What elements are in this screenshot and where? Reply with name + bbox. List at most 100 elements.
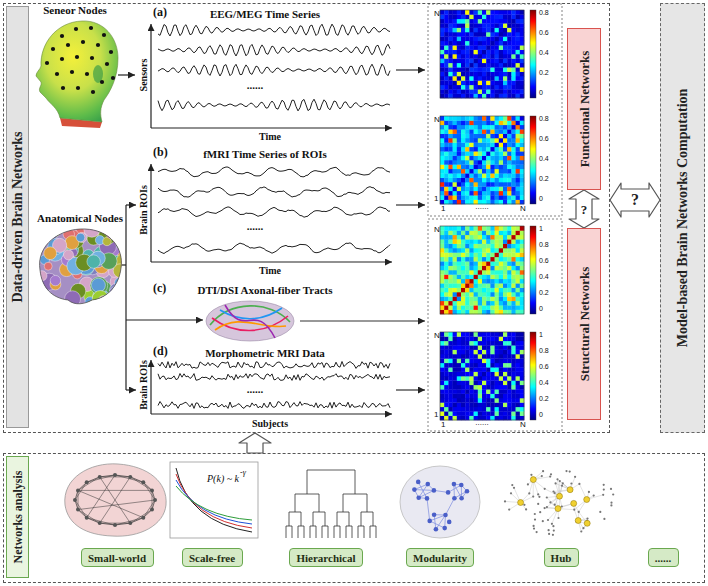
matrix-cell [465, 142, 470, 147]
matrix-cell [499, 239, 504, 244]
matrix-cell [444, 266, 449, 271]
brain-parcel [116, 228, 125, 237]
matrix-cell [495, 160, 500, 165]
matrix-cell [495, 89, 500, 94]
matrix-cell [457, 407, 462, 412]
matrix-cell [490, 94, 495, 99]
electrode-dot [96, 43, 100, 47]
matrix-cell [516, 407, 521, 412]
matrix-cell [457, 138, 462, 143]
matrix-cell [503, 23, 508, 28]
matrix-cell [511, 301, 516, 306]
matrix-cell [469, 36, 474, 41]
matrix-cell [482, 248, 487, 253]
matrix-cell [469, 191, 474, 196]
network-link [115, 475, 130, 477]
matrix-cell [457, 120, 462, 125]
scale-free-plot [170, 462, 258, 538]
matrix-cell [490, 156, 495, 161]
matrix-cell [444, 407, 449, 412]
matrix-cell [486, 63, 491, 68]
matrix-cell [474, 134, 479, 139]
matrix-cell [490, 385, 495, 390]
matrix-cell [503, 178, 508, 183]
matrix-cell [448, 244, 453, 249]
matrix-cell [503, 389, 508, 394]
matrix-cell [448, 28, 453, 33]
matrix-cell [465, 389, 470, 394]
matrix-cell [478, 160, 483, 165]
matrix-cell [503, 372, 508, 377]
matrix-cell [499, 380, 504, 385]
matrix-cell [516, 372, 521, 377]
matrix-cell [490, 50, 495, 55]
matrix-cell [453, 116, 458, 121]
matrix-cell [520, 94, 525, 99]
matrix-cell [457, 89, 462, 94]
matrix-cell [478, 389, 483, 394]
matrix-cell [453, 89, 458, 94]
matrix-cell [465, 376, 470, 381]
matrix-cell [507, 45, 512, 50]
matrix-cell [516, 67, 521, 72]
electrode-dot [60, 34, 64, 38]
matrix-cell [503, 257, 508, 262]
matrix-cell [495, 345, 500, 350]
matrix-cell [507, 169, 512, 174]
module-node [432, 488, 437, 493]
matrix-cell [474, 350, 479, 355]
matrix-cell [465, 305, 470, 310]
matrix-cell [486, 173, 491, 178]
matrix-cell [520, 14, 525, 19]
matrix-cell [465, 292, 470, 297]
matrix-cell [490, 239, 495, 244]
matrix-cell [503, 301, 508, 306]
matrix-cell [469, 147, 474, 152]
matrix-cell [444, 394, 449, 399]
matrix-cell [511, 310, 516, 315]
brain-parcel [113, 222, 129, 238]
matrix-cell [511, 85, 516, 90]
matrix-cell [482, 28, 487, 33]
network-node [141, 516, 145, 520]
matrix-cell [503, 80, 508, 85]
plot-curve [176, 474, 252, 528]
electrode-dot [55, 72, 59, 76]
matrix-cell [520, 67, 525, 72]
matrix-cell [486, 54, 491, 59]
matrix-cell [469, 398, 474, 403]
network-node [150, 508, 154, 512]
matrix-cell [511, 160, 516, 165]
matrix-cell [474, 226, 479, 231]
matrix-cell [486, 296, 491, 301]
matrix-cell [444, 94, 449, 99]
matrix-cell [465, 367, 470, 372]
matrix-cell [495, 28, 500, 33]
matrix-cell [478, 125, 483, 130]
matrix-cell [444, 147, 449, 152]
matrix-cell [474, 89, 479, 94]
matrix-cell [486, 169, 491, 174]
matrix-cell [448, 380, 453, 385]
matrix-cell [503, 94, 508, 99]
matrix-cell [474, 372, 479, 377]
matrix-cell [490, 200, 495, 205]
matrix-cell [486, 76, 491, 81]
matrix-cell [507, 336, 512, 341]
brain-parcel [97, 295, 112, 310]
brain-parcel [115, 278, 125, 288]
matrix-cell [457, 274, 462, 279]
matrix-cell [461, 398, 466, 403]
matrix-cell [499, 252, 504, 257]
matrix-cell [482, 310, 487, 315]
matrix-cell [478, 310, 483, 315]
network-node [98, 521, 102, 525]
matrix-cell [482, 341, 487, 346]
matrix-cell [457, 292, 462, 297]
matrix-cell [516, 50, 521, 55]
matrix-cell [486, 230, 491, 235]
matrix-cell [486, 244, 491, 249]
matrix-cell [495, 305, 500, 310]
matrix-cell [461, 28, 466, 33]
matrix-cell [453, 169, 458, 174]
